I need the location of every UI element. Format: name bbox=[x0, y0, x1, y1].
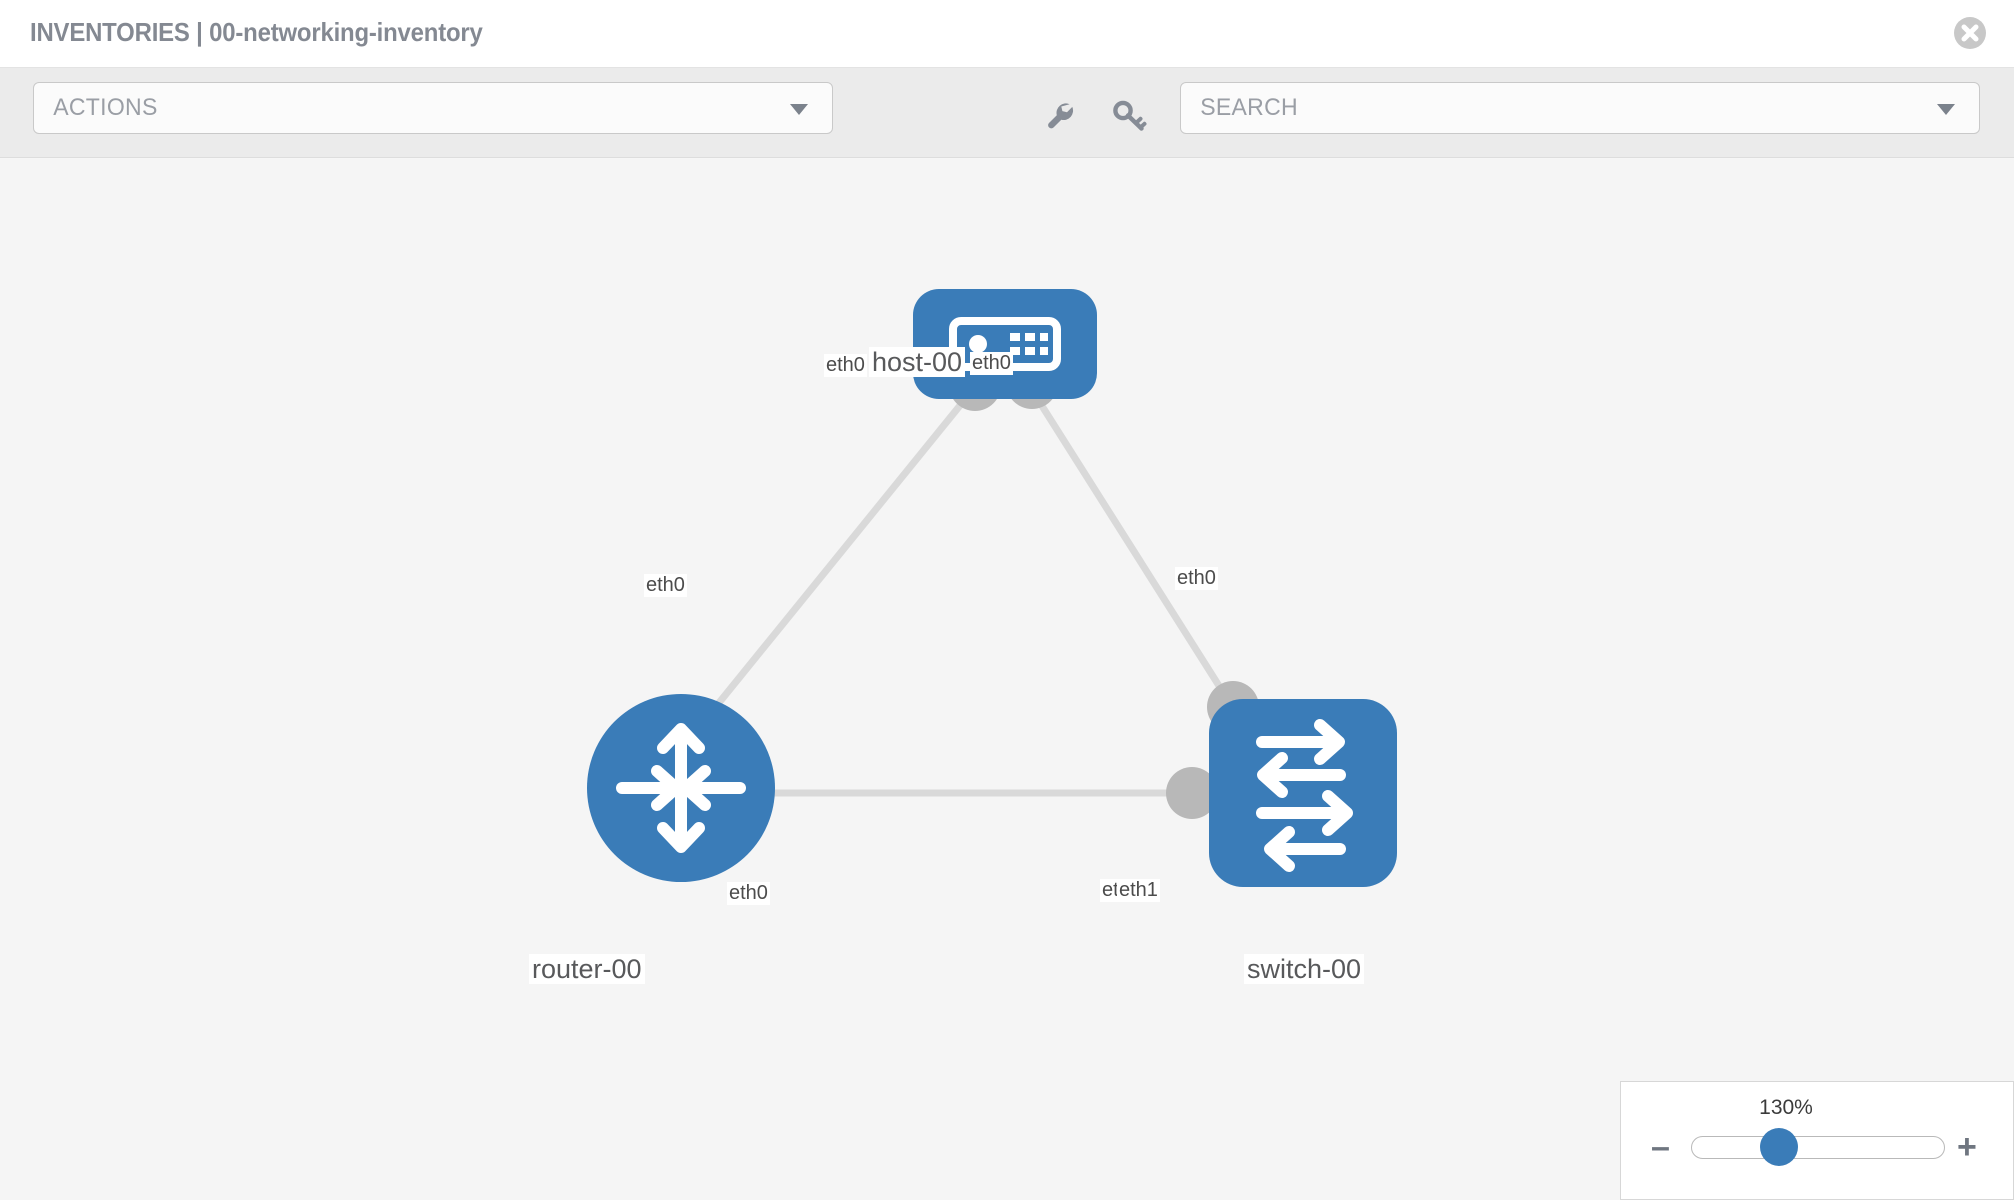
node-host-00[interactable] bbox=[913, 289, 1097, 399]
router-icon bbox=[616, 723, 746, 853]
node-switch-00[interactable] bbox=[1209, 699, 1397, 887]
zoom-slider-track[interactable] bbox=[1691, 1136, 1945, 1159]
node-label-switch: switch-00 bbox=[1244, 954, 1365, 985]
topology-edges bbox=[715, 384, 1243, 797]
edge-label: eth0 bbox=[824, 354, 867, 377]
chevron-down-icon bbox=[790, 104, 808, 115]
wrench-icon bbox=[1048, 103, 1074, 129]
actions-dropdown[interactable]: ACTIONS bbox=[33, 82, 833, 134]
zoom-out-button[interactable]: – bbox=[1651, 1128, 1670, 1166]
close-icon bbox=[1961, 24, 1979, 42]
edge-host-switch[interactable] bbox=[1027, 385, 1243, 721]
zoom-level-value: 130% bbox=[1759, 1096, 1813, 1119]
page-title: INVENTORIES | 00-networking-inventory bbox=[30, 17, 483, 47]
edge-label: eth1 bbox=[1117, 879, 1160, 902]
edge-label: eth0 bbox=[644, 574, 687, 597]
node-router-00[interactable] bbox=[587, 694, 775, 882]
page-header: INVENTORIES | 00-networking-inventory bbox=[0, 0, 2014, 68]
close-button[interactable] bbox=[1954, 17, 1986, 49]
zoom-control-panel: 130% – + bbox=[1620, 1081, 2014, 1200]
edge-label: eth0 bbox=[727, 882, 770, 905]
search-dropdown[interactable]: SEARCH bbox=[1180, 82, 1980, 134]
chevron-down-icon bbox=[1937, 104, 1955, 115]
zoom-in-button[interactable]: + bbox=[1957, 1128, 1977, 1166]
key-icon bbox=[1113, 100, 1147, 131]
switch-icon bbox=[1256, 719, 1353, 872]
edge-host-router[interactable] bbox=[715, 384, 978, 707]
wrench-button[interactable] bbox=[1040, 95, 1080, 135]
actions-dropdown-label: ACTIONS bbox=[53, 94, 158, 121]
node-label-router: router-00 bbox=[529, 954, 645, 985]
port-switch-left[interactable] bbox=[1166, 767, 1218, 819]
search-input[interactable]: SEARCH bbox=[1200, 94, 1298, 121]
edge-label: eth0 bbox=[970, 352, 1013, 375]
topology-canvas[interactable]: eth0 eth0 eth0 eth0 eth0 eth1 eth0 host-… bbox=[0, 159, 2014, 1200]
node-label-host: host-00 bbox=[869, 347, 966, 378]
zoom-slider-thumb[interactable] bbox=[1760, 1128, 1798, 1166]
edge-label: eth0 bbox=[1175, 567, 1218, 590]
key-button[interactable] bbox=[1108, 95, 1148, 135]
topology-graph bbox=[587, 289, 1397, 887]
